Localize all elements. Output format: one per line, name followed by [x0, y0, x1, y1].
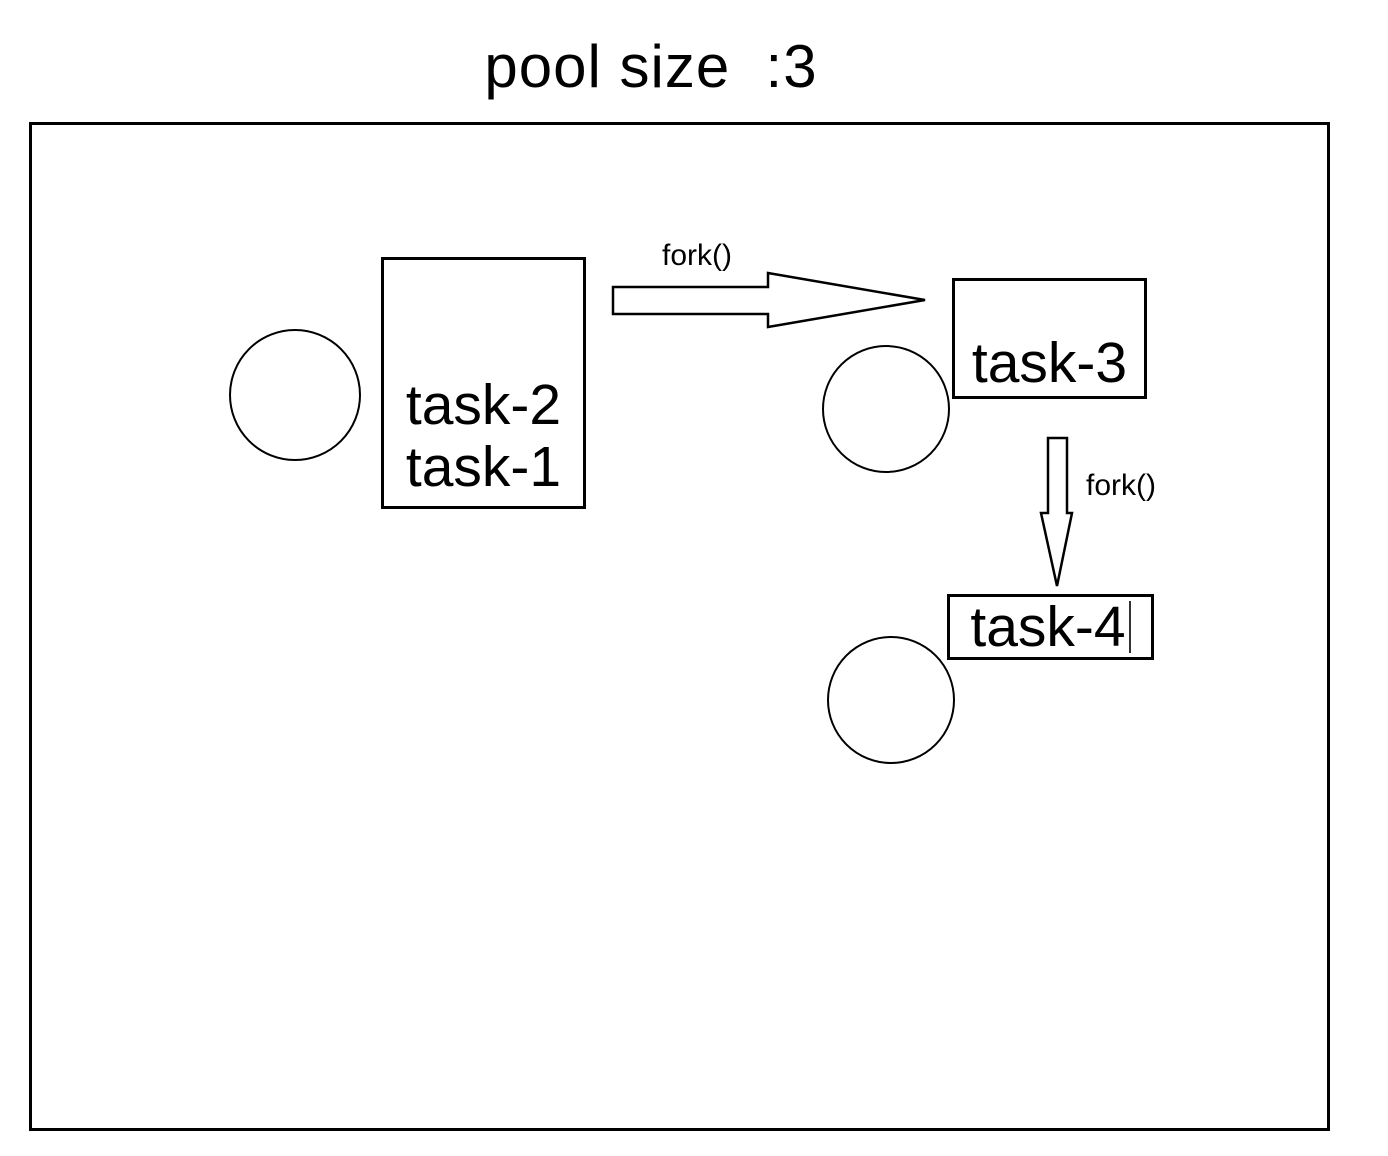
- fork-label-right: fork(): [662, 239, 732, 272]
- task-queue-box[interactable]: task-2 task-1: [381, 257, 586, 509]
- worker-circle-3[interactable]: [827, 636, 955, 764]
- task-4-label: task-4: [970, 595, 1126, 659]
- task-3-label: task-3: [971, 331, 1128, 395]
- worker-circle-1[interactable]: [229, 329, 361, 461]
- fork-label-down: fork(): [1086, 469, 1156, 502]
- task-1-label: task-1: [405, 435, 562, 499]
- text-caret: [1128, 601, 1131, 653]
- pool-size-title: pool size :3: [484, 33, 818, 100]
- task-2-label: task-2: [405, 373, 562, 437]
- worker-circle-2[interactable]: [822, 345, 950, 473]
- task-4-box[interactable]: task-4: [947, 594, 1154, 660]
- task-3-box[interactable]: task-3: [952, 278, 1147, 399]
- pool-boundary-box[interactable]: [29, 122, 1330, 1131]
